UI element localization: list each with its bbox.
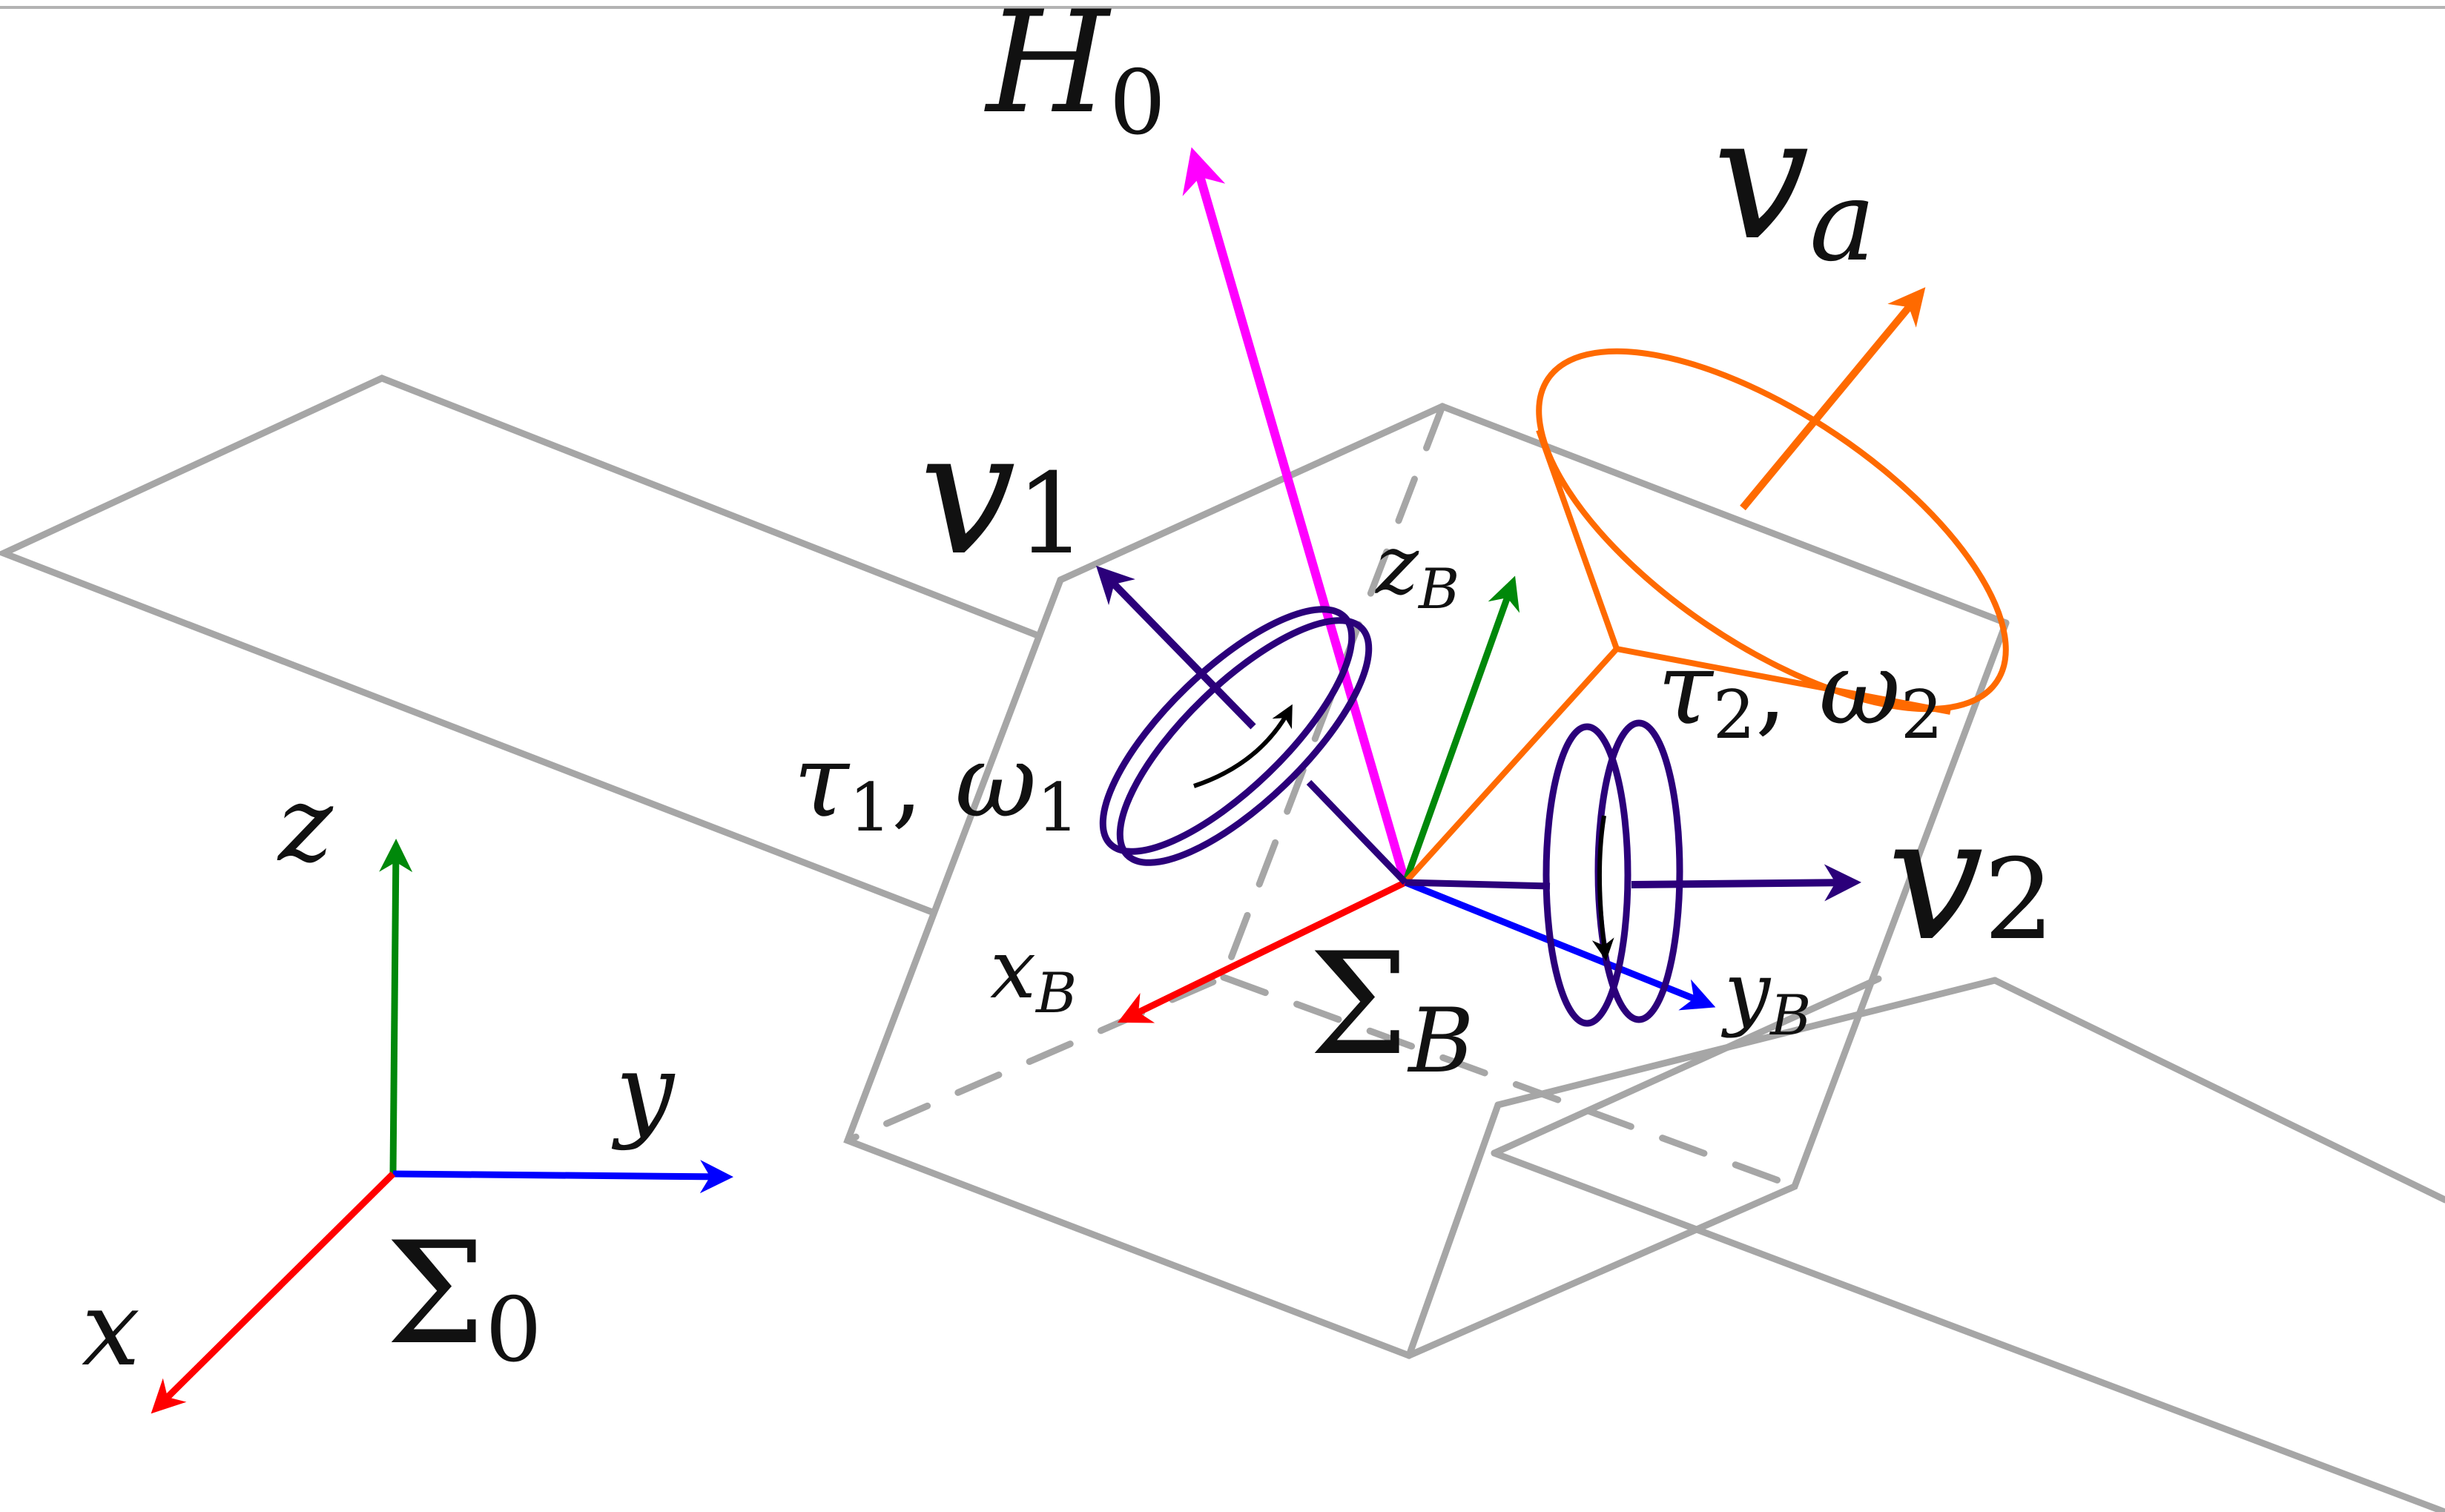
wheel2-rim-front — [1542, 723, 1631, 1027]
body-hidden-edges — [844, 403, 1446, 1144]
antenna — [1403, 287, 2009, 885]
va-vector — [1740, 287, 1926, 511]
label-H0: H0 — [984, 0, 1166, 155]
body-x-axis — [1117, 879, 1407, 1023]
right-solar-panel-inner — [1491, 975, 1882, 1157]
body-top-face — [1057, 403, 2010, 627]
label-yB: yB — [1720, 944, 1811, 1048]
v1-vector — [1096, 565, 1256, 730]
label-v2: v2 — [1887, 781, 2054, 979]
left-solar-panel — [0, 374, 1040, 916]
wheel2-rotation-arrow — [1591, 815, 1614, 961]
label-Sigma0: Σ0 — [386, 1212, 542, 1382]
right-solar-panel — [1991, 977, 2445, 1204]
body-y-axis — [1404, 879, 1716, 1011]
label-v1: v1 — [920, 395, 1086, 593]
wheel1-rim-front — [1099, 606, 1356, 855]
inertial-frame — [151, 839, 733, 1414]
body-front-vertical — [1405, 1101, 1502, 1359]
wheel1-rim-back — [1116, 617, 1373, 866]
antenna-feed-2 — [1616, 646, 1951, 715]
label-tau2-omega2: τ2, ω2 — [1657, 630, 1943, 754]
wheel1-rotation-arrow — [1193, 704, 1293, 788]
right-solar-panel-edge — [1491, 1149, 2445, 1512]
inertial-z-axis — [379, 839, 413, 1175]
inertial-y-axis — [392, 1160, 733, 1194]
antenna-dish — [1536, 348, 2009, 713]
label-tau1-omega1: τ1, ω1 — [793, 723, 1079, 847]
wheel2-mount — [1405, 879, 1551, 890]
label-x: x — [82, 1269, 140, 1390]
label-y: y — [611, 1031, 676, 1152]
antenna-mast — [1403, 647, 1619, 885]
spacecraft-structure — [0, 374, 2445, 1512]
inertial-x-axis — [151, 1171, 396, 1414]
reaction-wheel-2 — [1405, 719, 1861, 1027]
body-hidden-edge-2 — [1220, 974, 1798, 1190]
label-xB: xB — [990, 922, 1077, 1026]
labels: H0 va v1 v2 zB xB yB ΣB τ1, ω1 τ2, ω2 z … — [82, 0, 2054, 1390]
H0-vector — [1182, 147, 1410, 884]
label-zB: zB — [1374, 518, 1459, 621]
body-front-right-edge — [1494, 977, 1999, 1109]
body-z-axis — [1402, 575, 1520, 884]
label-z: z — [277, 765, 334, 885]
body-frame — [1117, 575, 1716, 1023]
label-va: va — [1713, 80, 1875, 286]
antenna-feed-1 — [1536, 429, 1620, 650]
wheel1-mount — [1306, 779, 1408, 885]
v2-vector — [1631, 864, 1861, 902]
reaction-wheel-1 — [1096, 565, 1408, 885]
label-SigmaB: ΣB — [1309, 922, 1474, 1093]
